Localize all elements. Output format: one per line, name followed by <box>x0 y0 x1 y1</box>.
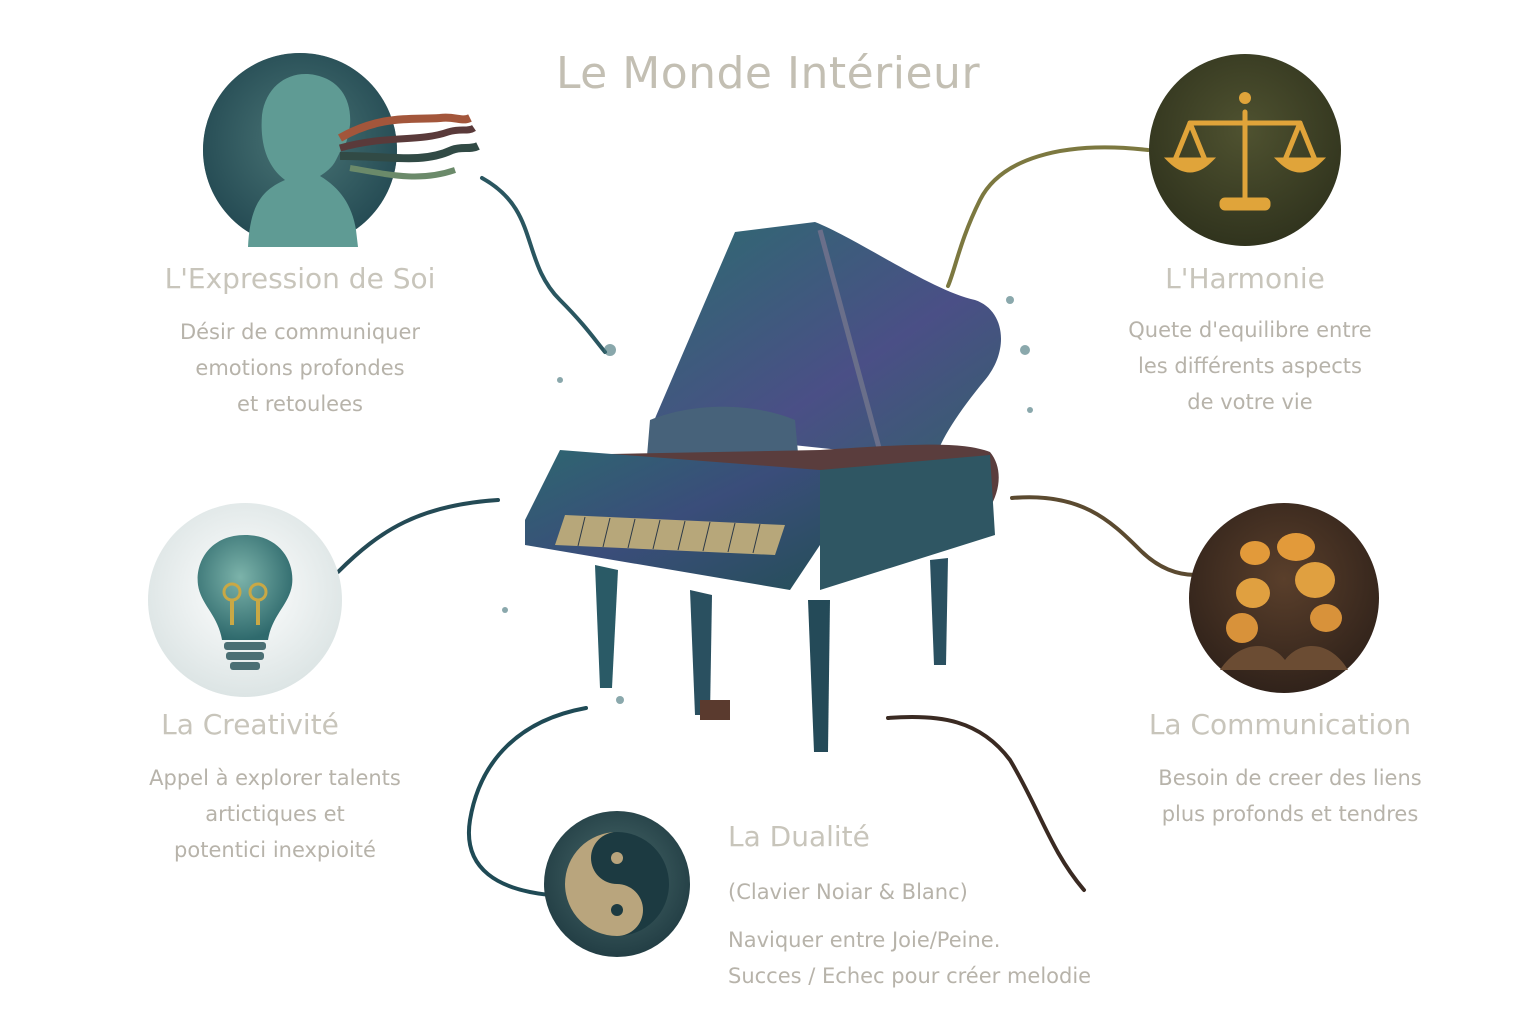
desc-line: plus profonds et tendres <box>1161 802 1419 826</box>
connector-harmonie <box>946 145 1150 288</box>
connector-expression <box>480 176 607 354</box>
speaking-head-icon <box>203 53 480 248</box>
node-harmonie-heading: L'Harmonie <box>1165 262 1325 295</box>
yin-yang-icon <box>544 811 690 957</box>
node-expression-desc: Désir de communiquer emotions profondes … <box>130 314 470 422</box>
node-harmonie-desc: Quete d'equilibre entre les différents a… <box>1075 312 1425 420</box>
diagram-title: Le Monde Intérieur <box>555 48 981 99</box>
connector-communication <box>1010 495 1198 577</box>
node-creativite-heading: La Creativité <box>161 708 339 741</box>
lightbulb-icon <box>148 503 342 697</box>
desc-line: emotions profondes <box>195 356 405 380</box>
node-expression-heading: L'Expression de Soi <box>164 262 436 295</box>
balance-scale-icon <box>1149 54 1341 246</box>
desc-line: et retoulees <box>237 392 363 416</box>
node-creativite-desc: Appel à explorer talents artictiques et … <box>90 760 460 868</box>
node-communication-desc: Besoin de creer des liens plus profonds … <box>1105 760 1475 832</box>
node-communication-heading: La Communication <box>1148 708 1412 741</box>
desc-line: Quete d'equilibre entre <box>1128 318 1372 342</box>
connector-creativite <box>336 498 500 574</box>
desc-line: les différents aspects <box>1138 354 1362 378</box>
desc-line: artictiques et <box>205 802 345 826</box>
desc-line: de votre vie <box>1187 390 1313 414</box>
node-dualite-heading: La Dualité <box>728 820 870 853</box>
node-dualite-subheading: (Clavier Noiar & Blanc) <box>728 880 968 904</box>
desc-line: Besoin de creer des liens <box>1158 766 1422 790</box>
desc-line: Désir de communiquer <box>179 320 421 344</box>
desc-line: Appel à explorer talents <box>149 766 401 790</box>
connectors <box>336 145 1198 897</box>
connector-dualite-right <box>886 714 1086 892</box>
connector-dualite <box>466 706 588 897</box>
people-chat-icon <box>1189 503 1379 693</box>
desc-line: potentici inexpioité <box>174 838 376 862</box>
node-dualite-desc: Naviquer entre Joie/Peine. Succes / Eche… <box>728 922 1091 994</box>
grand-piano-illustration <box>502 222 1033 752</box>
desc-line: Succes / Echec pour créer melodie <box>728 964 1092 988</box>
desc-line: Naviquer entre Joie/Peine. <box>728 928 1001 952</box>
